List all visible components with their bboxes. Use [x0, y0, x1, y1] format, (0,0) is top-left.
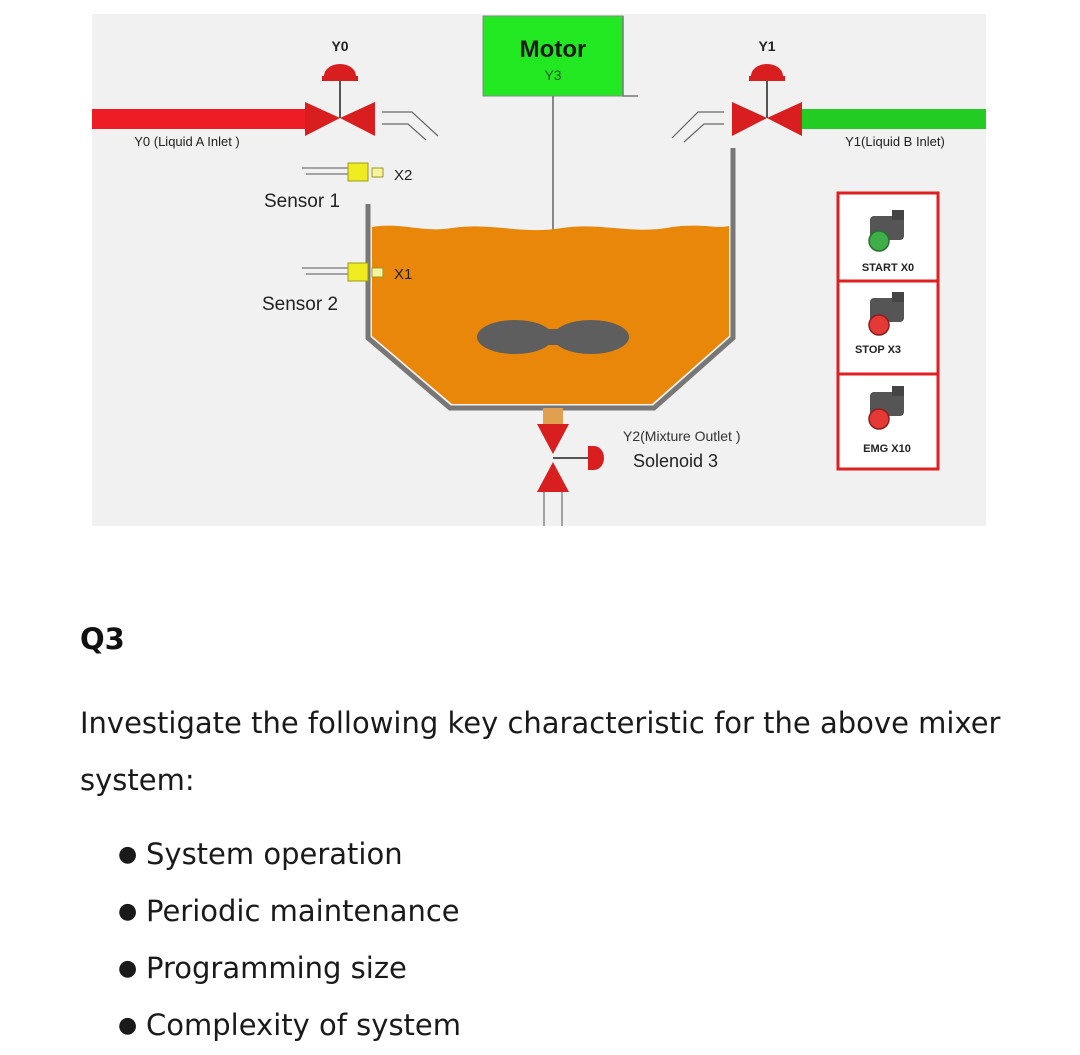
valve-y0-right: [340, 102, 375, 136]
sensor-2-code: X1: [394, 266, 412, 283]
valve-y0-left: [305, 102, 340, 136]
list-item: ●Periodic maintenance: [118, 883, 461, 940]
valve-y1-side-label: Y1(Liquid B Inlet): [845, 134, 945, 149]
valve-y0-side-label: Y0 (Liquid A Inlet ): [134, 134, 240, 149]
question-bullet-list: ●System operation ●Periodic maintenance …: [118, 826, 461, 1054]
list-item: ●Programming size: [118, 940, 461, 997]
bullet-icon: ●: [118, 899, 138, 924]
valve-y0-actuator: [324, 64, 356, 76]
sensor-2-label: Sensor 2: [262, 294, 338, 315]
outlet-neck: [543, 408, 563, 424]
outlet-label: Y2(Mixture Outlet ): [623, 428, 740, 444]
question-body: Investigate the following key characteri…: [80, 706, 1001, 797]
control-panel: START X0 STOP X3 EMG X10: [836, 191, 940, 471]
list-item: ●Complexity of system: [118, 997, 461, 1054]
outlet-valve-top: [537, 424, 569, 454]
motor-title: Motor: [520, 36, 587, 63]
bullet-icon: ●: [118, 842, 138, 867]
sensor-2: [347, 262, 369, 282]
solenoid-label: Solenoid 3: [633, 451, 718, 471]
valve-y1-actuator: [751, 64, 783, 76]
mixer-blade-left: [477, 320, 553, 354]
start-button-icon: [868, 210, 904, 252]
valve-y1-left: [732, 102, 767, 136]
outlet-solenoid: [588, 446, 604, 470]
motor-box: [482, 15, 624, 97]
sensor-1-code: X2: [394, 167, 412, 184]
liquid-b-pipe: [792, 109, 986, 129]
sensor-1: [347, 162, 369, 182]
valve-y1-top-label: Y1: [758, 38, 775, 54]
question-heading: Q3: [80, 622, 125, 656]
liquid-a-pipe: [92, 109, 305, 129]
sensor-1-label: Sensor 1: [264, 191, 340, 212]
emergency-button-icon: [868, 386, 904, 430]
bullet-icon: ●: [118, 956, 138, 981]
bullet-icon: ●: [118, 1013, 138, 1038]
stop-button-label: STOP X3: [855, 344, 901, 356]
emg-button-label: EMG X10: [863, 443, 911, 455]
list-item: ●System operation: [118, 826, 461, 883]
motor-code: Y3: [544, 67, 561, 83]
valve-y0-top-label: Y0: [331, 38, 348, 54]
mixer-system-diagram: Motor Y3 Y0 Y0 (Liquid A Inlet ) Y1 Y1(L…: [92, 14, 986, 526]
stop-button-icon: [868, 292, 904, 336]
mixer-blade-right: [553, 320, 629, 354]
tank-liquid: [372, 225, 729, 404]
motor-shadow: [622, 16, 638, 97]
start-button-label: START X0: [862, 262, 914, 274]
valve-y1-right: [767, 102, 802, 136]
outlet-valve-bottom: [537, 462, 569, 492]
